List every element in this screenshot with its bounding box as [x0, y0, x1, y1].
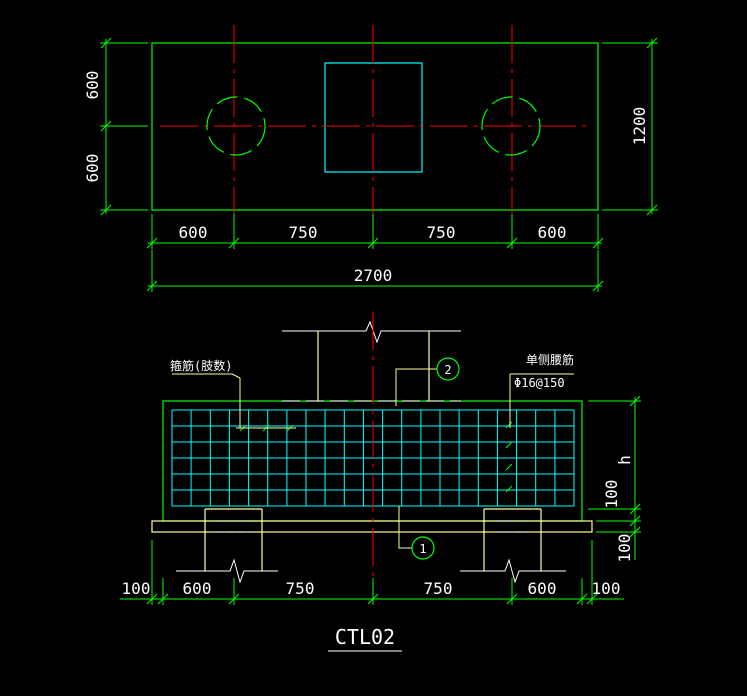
callout-1-circle — [411, 536, 435, 560]
label-side-bars: 单侧腰筋 — [526, 352, 574, 367]
plan-dim-600-right: 600 — [538, 223, 567, 242]
plan-dim-750-right: 750 — [427, 223, 456, 242]
column-section — [317, 331, 430, 401]
plan-dim-overall-2700: 2700 — [354, 266, 393, 285]
plan-dim-1200-right: 1200 — [630, 107, 649, 146]
section-bottom-dimension-chain — [120, 540, 624, 605]
section-dim-750-left: 750 — [286, 579, 315, 598]
section-dim-100-right: 100 — [592, 579, 621, 598]
callout-2-circle — [436, 357, 460, 381]
section-dim-100-blinding: 100 — [615, 534, 634, 563]
label-leaders — [172, 368, 574, 549]
section-dim-600-left: 600 — [183, 579, 212, 598]
pile-right-plan — [481, 96, 541, 156]
plan-dim-600-top-left: 600 — [83, 71, 102, 100]
drawing-title: CTL02 — [335, 625, 395, 649]
label-side-bars-spec: Φ16@150 — [514, 376, 565, 390]
section-dim-600-right: 600 — [528, 579, 557, 598]
label-stirrup-legs: 箍筋(肢数) — [170, 358, 232, 373]
plan-right-dimension — [602, 37, 658, 216]
callout-2-number: 2 — [444, 363, 451, 377]
plan-dim-750-left: 750 — [289, 223, 318, 242]
section-right-dimension-chain — [588, 395, 641, 560]
pile-right-section — [460, 508, 566, 584]
pile-embedded-dashes — [218, 520, 528, 533]
pile-cap-plan-outline — [151, 42, 599, 211]
plan-bottom-dimension-chain — [146, 214, 604, 249]
section-dim-h: h — [615, 455, 634, 465]
section-dim-750-right: 750 — [424, 579, 453, 598]
column-plan-outline — [324, 62, 423, 173]
pile-left-section — [176, 508, 278, 584]
section-dim-100-cover: 100 — [602, 480, 621, 509]
plan-left-dimension-chain — [100, 37, 148, 216]
pile-left-plan — [206, 96, 266, 156]
section-view: 2 1 箍筋(肢数) 单侧腰筋 Φ16@150 100 600 — [120, 312, 641, 652]
plan-dim-600-bottom-left: 600 — [83, 154, 102, 183]
plan-view: 600 750 750 600 2700 600 600 — [83, 25, 658, 292]
section-dim-100-left: 100 — [122, 579, 151, 598]
blinding-layer — [151, 520, 593, 533]
callout-1-number: 1 — [419, 542, 426, 556]
plan-dim-600-left: 600 — [179, 223, 208, 242]
plan-overall-dimension — [146, 250, 604, 292]
stirrup-marks — [239, 421, 513, 493]
column-break-line — [282, 320, 461, 344]
